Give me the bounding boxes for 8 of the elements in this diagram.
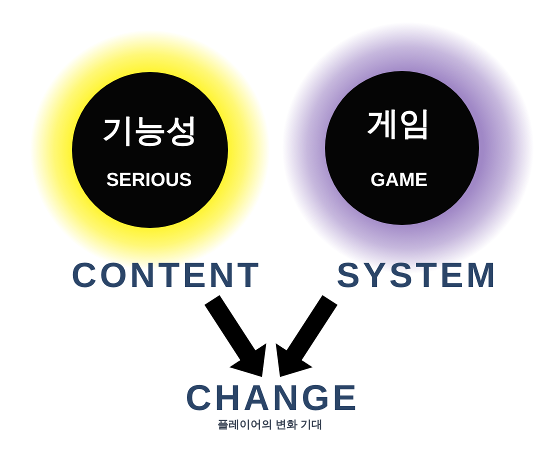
circle-title: 게임 — [367, 107, 431, 139]
node-caption: SYSTEM — [336, 258, 498, 293]
node-caption: CONTENT — [70, 258, 262, 293]
circle-subtitle: SERIOUS — [106, 171, 192, 190]
subheading: 플레이어의 변화 기대 — [217, 420, 323, 431]
circle-title: 기능성 — [102, 114, 198, 146]
heading: CHANGE — [184, 377, 360, 418]
circle-subtitle: GAME — [370, 171, 428, 190]
